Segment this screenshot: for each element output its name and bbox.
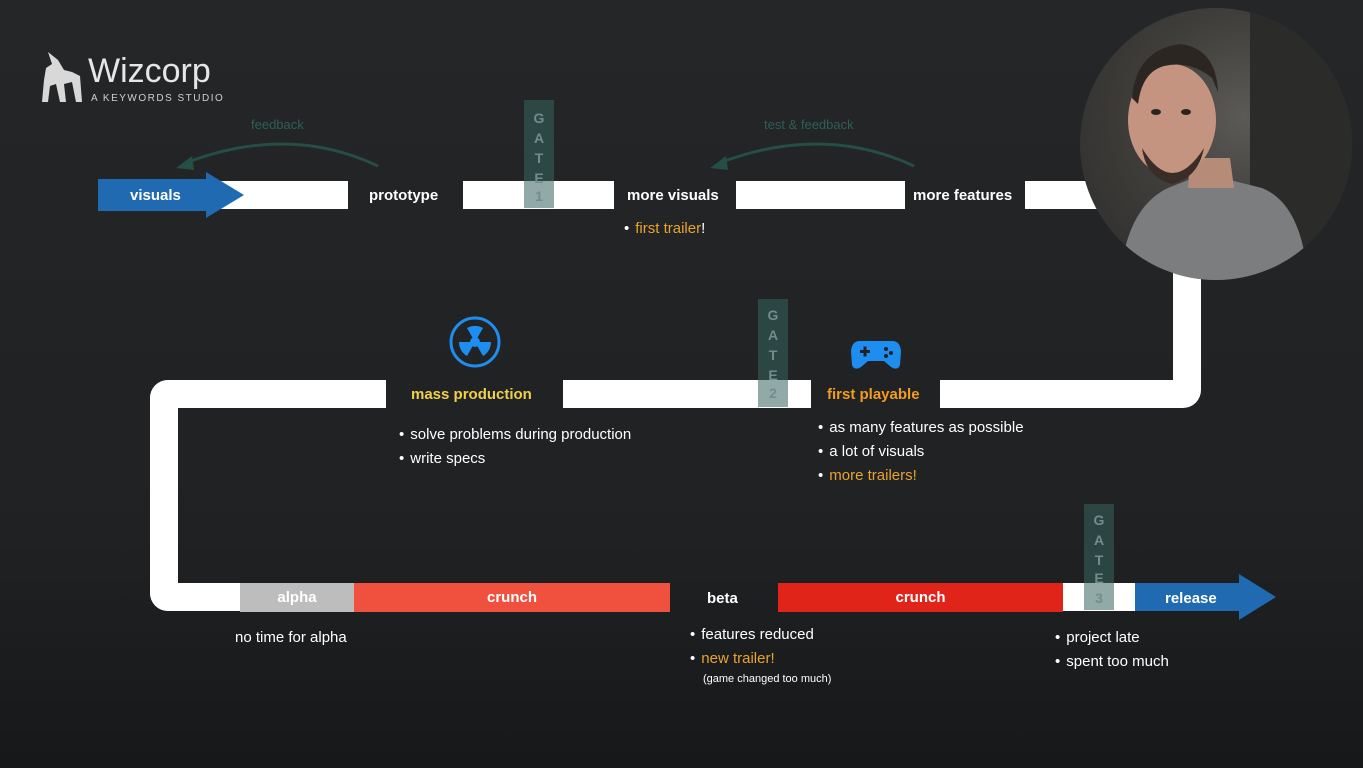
gate-3-number: 3 <box>1095 590 1103 606</box>
gate-3: G A T E 3 <box>1084 504 1114 610</box>
start-arrow <box>98 172 244 218</box>
presenter-photo <box>1080 8 1352 280</box>
gate-2-number: 2 <box>769 385 777 401</box>
stage-release: release <box>1165 590 1217 607</box>
presenter-figure <box>1120 8 1352 280</box>
radiation-icon <box>449 316 501 368</box>
stage-mass-production: mass production <box>411 386 532 403</box>
alpha-note: no time for alpha <box>235 629 347 646</box>
row3-bar-start <box>150 583 242 611</box>
release-bullet-1: •project late <box>1055 629 1140 646</box>
test-feedback-loop-arrow <box>710 142 915 170</box>
beta-bullet-1: •features reduced <box>690 626 814 643</box>
bullet-first-trailer: •first trailer! <box>624 220 706 237</box>
start-label-visuals: visuals <box>130 187 181 204</box>
feedback-loop-arrow <box>176 142 379 170</box>
stage-more-features: more features <box>913 187 1013 204</box>
logo-tagline: A KEYWORDS STUDIO <box>91 93 225 104</box>
gamepad-icon <box>851 341 901 369</box>
stage-more-visuals: more visuals <box>627 187 719 204</box>
stage-crunch-2: crunch <box>778 583 1063 612</box>
row2-bar-right <box>940 380 1180 408</box>
stage-alpha: alpha <box>240 583 354 612</box>
stage-crunch-1: crunch <box>354 583 670 612</box>
mass-bullet-1: •solve problems during production <box>399 426 632 443</box>
beta-note: (game changed too much) <box>703 673 832 685</box>
gate-2: G A T E 2 <box>758 299 788 407</box>
gate-1-number: 1 <box>535 188 543 204</box>
row1-bar-c <box>736 181 905 209</box>
beta-bullet-2: •new trailer! <box>690 650 775 667</box>
release-arrow <box>1135 574 1276 620</box>
stage-prototype: prototype <box>369 187 439 204</box>
playable-bullet-2: •a lot of visuals <box>818 443 925 460</box>
feedback-label: feedback <box>251 117 304 132</box>
wizcorp-logo: Wizcorp A KEYWORDS STUDIO <box>38 50 248 110</box>
logo-name: Wizcorp <box>88 52 211 90</box>
stage-first-playable: first playable <box>827 386 920 403</box>
test-feedback-label: test & feedback <box>764 117 854 132</box>
left-connector <box>150 380 178 611</box>
playable-bullet-3: •more trailers! <box>818 467 917 484</box>
stage-beta: beta <box>707 590 738 607</box>
gate-1: G A T E 1 <box>524 100 554 208</box>
release-bullet-2: •spent too much <box>1055 653 1169 670</box>
row2-bar-left <box>150 380 386 408</box>
unicorn-icon <box>42 52 82 102</box>
playable-bullet-1: •as many features as possible <box>818 419 1024 436</box>
mass-bullet-2: •write specs <box>399 450 486 467</box>
